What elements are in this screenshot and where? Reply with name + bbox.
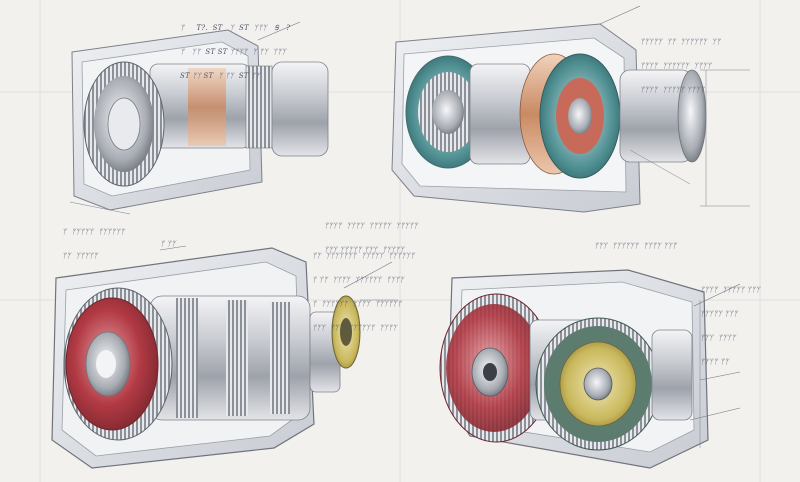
- annotation-lower-center: ᛘᛘ ᛘᛘᛘᛘᛘᛘᛘ ᛘᛘᛘᛘᛘ ᛘᛘᛘᛘᛘᛘ ᛘ ᛘᛘ ᛘᛘᛘᛘ ᛘᛘᛘᛘᛘᛘ…: [312, 236, 415, 340]
- annotation-line: ᛘᛘᛘᛘᛘ ᛘᛘ ᛘᛘᛘᛘᛘᛘ ᛘᛘ: [640, 38, 721, 46]
- annotation-line: ᛘᛘᛘᛘᛘ ᛘᛘᛘ: [700, 310, 738, 318]
- assembly-bottom-left: [51, 245, 398, 469]
- annotation-line: ST ᛘᛘ ST ᛘ ᛘᛘ ST ᛘᛘ: [180, 72, 260, 80]
- annotation-line: ᛘ ᛘᛘ ST ST ᛘᛘᛘᛘ ᛘ ᛘᛘ ᛘᛘᛘ: [180, 48, 287, 56]
- annotation-line: ᛘᛘ ᛘᛘᛘᛘᛘᛘᛘ ᛘᛘᛘᛘᛘ ᛘᛘᛘᛘᛘᛘ: [312, 252, 415, 260]
- annotation-line: ᛘ ᛘᛘ ᛘᛘᛘᛘ ᛘᛘᛘᛘᛘᛘ ᛘᛘᛘᛘ: [312, 276, 404, 284]
- assembly-top-left: [69, 21, 329, 215]
- annotation-line: ᛘᛘᛘ ᛘᛘᛘᛘᛘᛘ ᛘᛘᛘᛘ ᛘᛘᛘ: [594, 242, 677, 250]
- annotation-mid-center: ᛘᛘᛘᛘ ᛘᛘᛘᛘ ᛘᛘᛘᛘᛘ ᛘᛘᛘᛘᛘ ᛘᛘᛘ ᛘᛘᛘᛘᛘ ᛘᛘᛘ ᛘᛘᛘᛘ…: [324, 206, 418, 262]
- annotation-line: ᛘᛘᛘ ᛘᛘᛘᛘᛘ ᛘᛘᛘ ᛘᛘᛘᛘᛘ: [324, 246, 405, 254]
- assembly-top-right: [391, 5, 750, 213]
- annotation-line: ᛘᛘᛘ ᛘᛘᛘ ᛘᛘᛘᛘᛘᛘ ᛘᛘᛘᛘ: [312, 324, 397, 332]
- annotation-line: ᛘᛘᛘᛘ ᛘᛘᛘᛘᛘᛘ ᛘᛘᛘᛘ: [640, 62, 712, 70]
- annotation-top-right: ᛘᛘᛘᛘᛘ ᛘᛘ ᛘᛘᛘᛘᛘᛘ ᛘᛘ ᛘᛘᛘᛘ ᛘᛘᛘᛘᛘᛘ ᛘᛘᛘᛘ ᛘᛘᛘᛘ…: [640, 22, 721, 102]
- annotation-line: ᛘᛘᛘ ᛘᛘᛘᛘ: [700, 334, 736, 342]
- annotation-line: ᛘ ᛘᛘᛘᛘᛘᛘ ᛘᛘᛘᛘ ᛘᛘᛘᛘᛘᛘ: [312, 300, 402, 308]
- annotation-top-left: ᛘ T?. ST ᛘ ST ᛘᛘᛘ Ꞩ ? ᛘ ᛘᛘ ST ST ᛘᛘᛘᛘ ᛘ …: [180, 8, 290, 88]
- annotation-line: ᛘ T?. ST ᛘ ST ᛘᛘᛘ Ꞩ ?: [180, 24, 291, 32]
- annotation-lower-right: ᛘᛘᛘᛘ ᛘᛘᛘᛘᛘ ᛘᛘᛘ ᛘᛘᛘᛘᛘ ᛘᛘᛘ ᛘᛘᛘ ᛘᛘᛘᛘ ᛘᛘᛘᛘ ᛘ…: [700, 270, 760, 374]
- annotation-mid-right: ᛘᛘᛘ ᛘᛘᛘᛘᛘᛘ ᛘᛘᛘᛘ ᛘᛘᛘ: [594, 226, 677, 258]
- annotation-lower-left-label: ᛘ ᛘᛘ: [160, 240, 176, 248]
- annotation-line: ᛘᛘᛘᛘ ᛘᛘᛘᛘᛘ ᛘᛘᛘᛘ: [640, 86, 705, 94]
- annotation-line: ᛘᛘ ᛘᛘᛘᛘᛘ: [62, 252, 98, 260]
- annotation-line: ᛘ ᛘᛘᛘᛘᛘ ᛘᛘᛘᛘᛘᛘ: [62, 228, 125, 236]
- annotation-line: ᛘᛘᛘᛘ ᛘᛘ: [700, 358, 729, 366]
- annotation-line: ᛘᛘᛘᛘ ᛘᛘᛘᛘ ᛘᛘᛘᛘᛘ ᛘᛘᛘᛘᛘ: [324, 222, 418, 230]
- annotation-mid-left: ᛘ ᛘᛘᛘᛘᛘ ᛘᛘᛘᛘᛘᛘ ᛘᛘ ᛘᛘᛘᛘᛘ: [62, 212, 125, 268]
- assembly-bottom-right: [439, 269, 741, 469]
- annotation-line: ᛘᛘᛘᛘ ᛘᛘᛘᛘᛘ ᛘᛘᛘ: [700, 286, 761, 294]
